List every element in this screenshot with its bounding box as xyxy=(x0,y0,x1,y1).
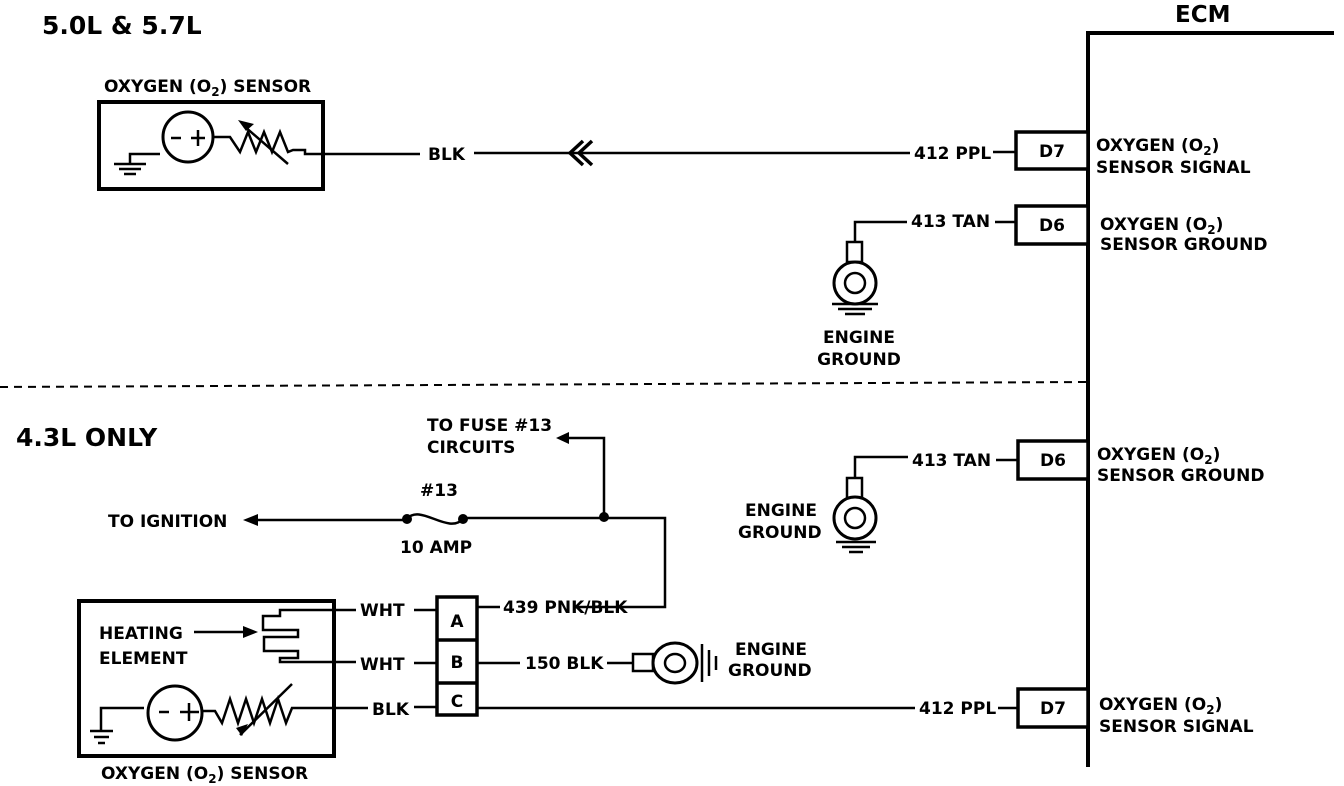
bottom-engine-ground-b-icon xyxy=(607,641,718,685)
top-signal-label-line2: SENSOR SIGNAL xyxy=(1096,158,1251,178)
to-ignition-arrow-icon xyxy=(243,514,258,526)
wire-b-label: WHT xyxy=(360,655,405,675)
top-engine-ground-icon xyxy=(832,220,907,316)
heating-element-line1: HEATING xyxy=(99,624,183,644)
top-wire-blk-label: BLK xyxy=(428,145,466,165)
pin-b-label: B xyxy=(451,653,464,673)
wire-439-label: 439 PNK/BLK xyxy=(503,598,628,618)
bottom-engine-ground-line2: GROUND xyxy=(738,523,822,543)
wire-150-label: 150 BLK xyxy=(525,654,604,674)
bottom-ground-label-line2: SENSOR GROUND xyxy=(1097,466,1264,486)
bottom-ground-label-line1: OXYGEN (O2) xyxy=(1097,445,1220,467)
bottom-wire-412-label: 412 PPL xyxy=(919,699,996,719)
fuse-circuits-wire xyxy=(567,436,606,517)
wire-a-label: WHT xyxy=(360,601,405,621)
bottom-engine-ground-b-line1: ENGINE xyxy=(735,640,807,660)
bottom-pin-d6-label: D6 xyxy=(1040,451,1066,471)
top-engine-ground-line2: GROUND xyxy=(817,350,901,370)
top-connector-chevron-icon xyxy=(567,139,594,167)
top-oxygen-sensor xyxy=(97,100,325,191)
bottom-oxygen-sensor xyxy=(77,599,336,758)
fuse-circuits-line2: CIRCUITS xyxy=(427,438,515,458)
fuse-circuits-line1: TO FUSE #13 xyxy=(427,416,552,436)
top-engine-ground-line1: ENGINE xyxy=(823,328,895,348)
top-pin-d6 xyxy=(1014,204,1090,246)
top-pin-d6-label: D6 xyxy=(1039,216,1065,236)
bottom-pin-d6 xyxy=(1016,439,1090,481)
top-wire-413-label: 413 TAN xyxy=(911,212,990,232)
bottom-signal-label-line2: SENSOR SIGNAL xyxy=(1099,717,1254,737)
bottom-wire-413-label: 413 TAN xyxy=(912,451,991,471)
heating-element-line2: ELEMENT xyxy=(99,649,188,669)
splice-dot xyxy=(599,512,609,522)
top-signal-label-line1: OXYGEN (O2) xyxy=(1096,136,1219,158)
bottom-engine-ground-b-line2: GROUND xyxy=(728,661,812,681)
bottom-engine-ground-line1: ENGINE xyxy=(745,501,817,521)
bottom-section-title: 4.3L ONLY xyxy=(16,423,158,452)
top-ground-label-line1: OXYGEN (O2) xyxy=(1100,215,1223,237)
fuse-feed-wire xyxy=(463,516,667,609)
pin-a-label: A xyxy=(450,612,464,632)
ecm-outline xyxy=(1086,31,1334,767)
top-ground-label-line2: SENSOR GROUND xyxy=(1100,235,1267,255)
top-wire-412-label: 412 PPL xyxy=(914,144,991,164)
top-pin-d7-label: D7 xyxy=(1039,142,1065,162)
top-pin-d7 xyxy=(1014,130,1090,171)
top-section-title: 5.0L & 5.7L xyxy=(42,11,202,40)
wire-c-label: BLK xyxy=(372,700,410,720)
bottom-pin-d7 xyxy=(1016,687,1090,729)
section-divider xyxy=(0,381,1089,388)
to-ignition-label: TO IGNITION xyxy=(108,512,227,532)
bottom-engine-ground-icon xyxy=(832,455,908,554)
fuse-number-label: #13 xyxy=(420,481,458,501)
bottom-signal-label-line1: OXYGEN (O2) xyxy=(1099,695,1222,717)
fuse-circuits-arrow-icon xyxy=(556,432,569,444)
fuse-rating-label: 10 AMP xyxy=(400,538,472,558)
fuse-icon xyxy=(398,513,468,525)
sensor-connector xyxy=(435,595,479,717)
bottom-pin-d7-label: D7 xyxy=(1040,699,1066,719)
bottom-sensor-title: OXYGEN (O2) SENSOR xyxy=(101,764,308,786)
top-sensor-title: OXYGEN (O2) SENSOR xyxy=(104,77,311,99)
pin-c-label: C xyxy=(451,692,463,712)
ecm-label: ECM xyxy=(1175,2,1230,28)
